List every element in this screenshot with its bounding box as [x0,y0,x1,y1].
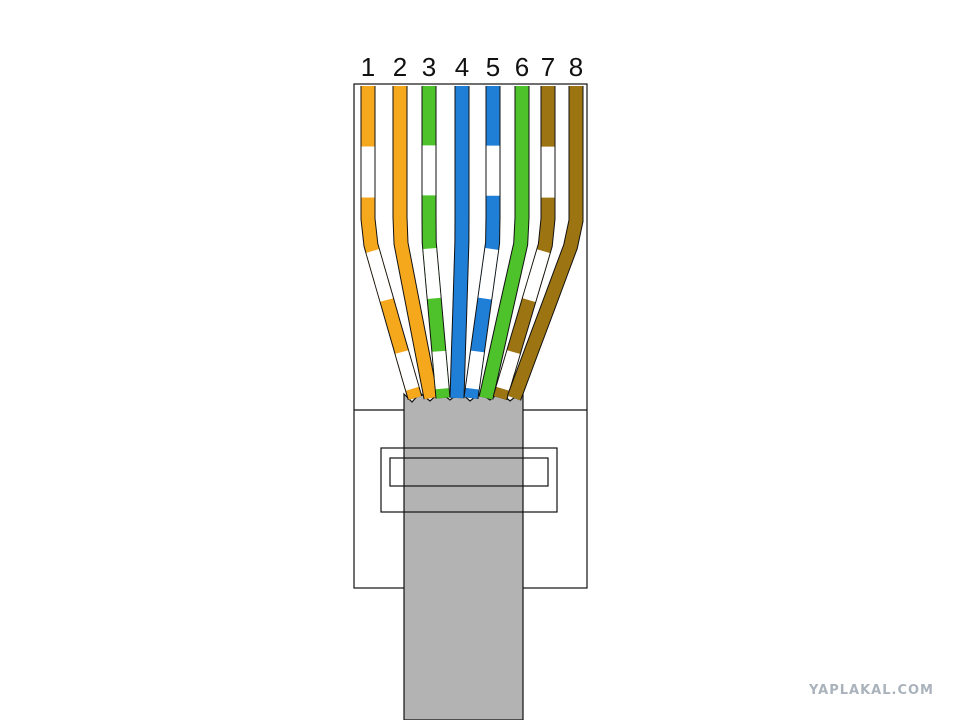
wire-insulation [493,86,555,400]
wire-white-stripe [423,248,441,300]
wire-white-stripe [465,350,484,390]
pin-number-2: 2 [393,52,407,82]
pin-number-3: 3 [422,52,436,82]
pin-number-8: 8 [569,52,583,82]
wire-white-stripe [478,247,499,300]
pin-number-7: 7 [541,52,555,82]
wire-pin-4 [449,86,470,399]
wire-insulation [507,86,583,401]
wire-pin-2 [392,86,439,400]
wire-insulation [393,86,438,400]
wire-white-stripe [432,350,449,390]
wire-white-stripe [522,249,550,302]
site-watermark: YAPLAKAL.COM [809,683,934,698]
wire-white-stripe [395,350,419,391]
pin-number-1: 1 [361,52,375,82]
wire-group [360,86,584,401]
crimp-tab-outer [380,447,558,513]
wire-insulation [450,86,469,399]
wire-pin-3 [421,86,451,399]
cable-jacket [403,391,524,720]
wire-insulation [361,86,422,400]
wire-white-stripe [496,350,520,391]
wire-pin-1 [360,86,423,401]
pin-number-5: 5 [486,52,500,82]
wire-white-stripe [366,249,393,302]
wire-insulation [464,86,500,399]
wire-pin-8 [506,86,584,401]
wire-insulation [479,86,529,400]
wire-pin-5 [463,86,501,400]
pin-number-labels: 1 2 3 4 5 6 7 8 [361,52,583,82]
wire-pin-6 [478,86,530,400]
crimp-tab-inner [389,457,549,487]
pin-number-6: 6 [515,52,529,82]
wire-insulation [422,86,450,399]
pin-number-4: 4 [455,52,469,82]
wire-pin-7 [492,86,556,401]
